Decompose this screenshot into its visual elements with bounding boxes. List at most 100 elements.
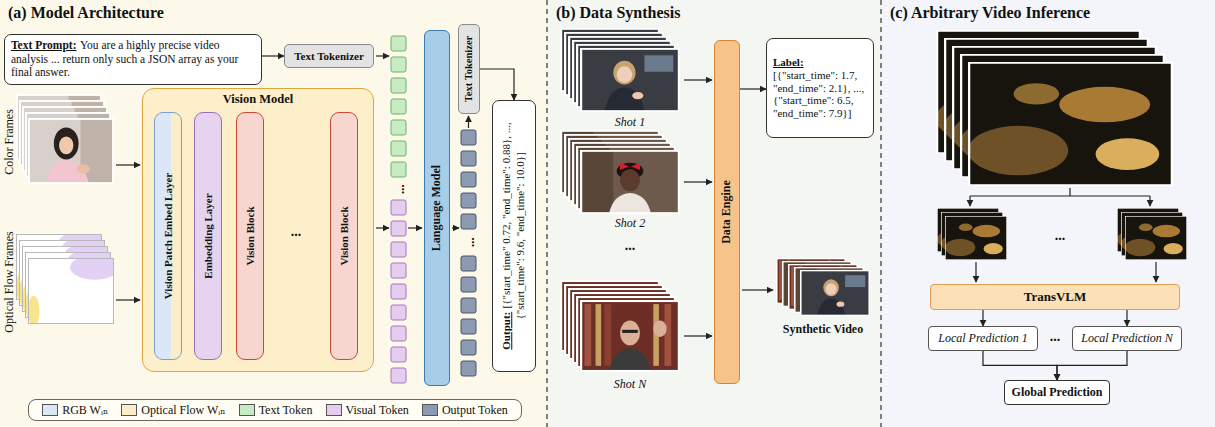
layer-box: Embedding Layer [194, 112, 222, 360]
video-label: Synthetic Video [783, 322, 863, 336]
text-wrap: Text Tokenizer [291, 50, 367, 63]
legend-swatch [239, 404, 255, 416]
text-wrap: Text Prompt:You are a highly precise vid… [11, 39, 255, 80]
rotated-text: Embedding Layer [201, 193, 213, 278]
prediction-box: Local Prediction N [1072, 326, 1182, 351]
shot-label: Shot N [614, 377, 646, 391]
node-label: Local Prediction N [1081, 331, 1173, 345]
label-wrap: ... [1055, 229, 1066, 243]
label-wrap: ... [1050, 330, 1061, 344]
frame-label: Color Frames [2, 109, 16, 175]
connector [740, 88, 766, 89]
label-wrap: Synthetic Video [783, 323, 863, 335]
label-wrap: ... [392, 184, 405, 194]
node-label: Global Prediction [1012, 385, 1103, 399]
ellipsis: ... [461, 237, 476, 247]
prediction-box: Local Prediction 1 [928, 326, 1038, 351]
legend-item: Text Token [239, 403, 313, 418]
rotated-text: Vision Block [337, 206, 349, 265]
node-label: Text Tokenizer [463, 36, 474, 102]
prediction-box: Global Prediction [1004, 380, 1111, 405]
legend-swatch [121, 404, 137, 416]
layer-box: Vision Block [236, 112, 264, 360]
output-box: Output:[{"start_time" 0.72, "end_time": … [492, 100, 536, 372]
label-wrap: Shot N [614, 378, 646, 390]
panel: (b) Data SynthesisData Engine Label:[{"st… [548, 0, 880, 427]
legend-text: Visual Token [346, 403, 409, 418]
node-label: Vision Block [243, 206, 255, 265]
node-label: (b) Data Synthesis [556, 4, 680, 22]
node-label: Data Engine [719, 180, 733, 244]
rotated-text: Language Model [430, 165, 443, 251]
heading-text: Label: [773, 56, 804, 68]
node-label: Vision Block [337, 206, 349, 265]
legend-swatch [422, 404, 438, 416]
ellipsis: ... [1055, 228, 1066, 243]
connector [983, 351, 1057, 381]
layer-box: Vision Block [330, 112, 358, 360]
rotated-text: Vision Patch Embed Layer [161, 172, 173, 298]
prompt-box: Text Prompt:You are a highly precise vid… [4, 34, 262, 85]
shot-label: Shot 2 [615, 216, 645, 230]
node-label: Embedding Layer [201, 193, 213, 278]
node-label: Language Model [429, 165, 443, 251]
heading-text: Text Prompt: [11, 39, 76, 51]
text-wrap: Local Prediction 1 [935, 331, 1031, 345]
node-label: [{"start_time": 1.7, "end_time": 2.1}, .… [773, 69, 864, 120]
node-label: Text Tokenizer [294, 50, 364, 62]
ellipsis: ... [291, 224, 302, 239]
connector [262, 55, 284, 56]
rotated-text: Vision Block [243, 206, 255, 265]
rotated-text: Text Tokenizer [463, 36, 475, 102]
panel: (a) Model ArchitectureText Prompt:You ar… [0, 0, 546, 427]
layer-box: Vision Patch Embed Layer [154, 112, 182, 360]
connector [1126, 310, 1127, 326]
legend-text: Text Token [259, 403, 313, 418]
shot-label: Shot 1 [615, 115, 645, 129]
tokenizer-box: Text Tokenizer [458, 24, 480, 114]
text-wrap: Label:[{"start_time": 1.7, "end_time": 2… [773, 56, 867, 121]
frame-label: Optical Flow Frames [2, 231, 16, 332]
label-wrap: Shot 2 [615, 217, 645, 229]
node-label: Vision Patch Embed Layer [161, 172, 173, 298]
label-wrap: ... [291, 225, 302, 239]
group-title: Vision Model [143, 89, 373, 107]
legend-text: RGB Wᵢₙ [62, 403, 108, 418]
vision-model: Vision ModelVision Patch Embed Layer Embe… [142, 88, 374, 372]
heading-text: Output: [500, 312, 512, 350]
label-wrap: Shot 1 [615, 116, 645, 128]
ellipsis: ... [391, 184, 406, 194]
legend-swatch [42, 404, 58, 416]
label-wrap: Color Frames [3, 109, 15, 175]
language-model: Language Model [424, 30, 450, 386]
label-wrap: ... [462, 237, 475, 247]
text-wrap: TransVLM [937, 289, 1173, 304]
panel: (c) Arbitrary Video InferenceTransVLM Loc… [882, 0, 1215, 427]
ellipsis: ... [625, 238, 636, 253]
node-label: Vision Model [223, 92, 294, 106]
label-wrap: Optical Flow Frames [3, 231, 15, 332]
node-label: Local Prediction 1 [938, 331, 1028, 345]
legend-item: Visual Token [326, 403, 409, 418]
engine-box: Data Engine [714, 40, 740, 384]
legend-item: Output Token [422, 403, 508, 418]
text-wrap: Global Prediction [1011, 385, 1104, 399]
ellipsis: ... [1050, 329, 1061, 344]
label-wrap: ... [625, 239, 636, 253]
connector [480, 69, 514, 100]
rotated-text: Data Engine [720, 180, 733, 244]
rotated-text: Output:[{"start_time" 0.72, "end_time": … [500, 106, 528, 366]
legend-text: Output Token [442, 403, 508, 418]
legend-swatch [326, 404, 342, 416]
node-label: [{"start_time" 0.72, "end_time": 0.88}, … [500, 122, 526, 319]
tokenizer-box: Text Tokenizer [284, 44, 374, 68]
node-label: (a) Model Architecture [8, 4, 164, 22]
connector [1057, 351, 1127, 381]
model-box: TransVLM [930, 284, 1180, 310]
legend: RGB Wᵢₙ Optical Flow Wᵢₙ Text Token Visual … [28, 399, 522, 421]
connector [982, 310, 983, 326]
node-label: (c) Arbitrary Video Inference [890, 4, 1090, 22]
legend-text: Optical Flow Wᵢₙ [141, 403, 225, 418]
legend-item: RGB Wᵢₙ [42, 403, 108, 418]
